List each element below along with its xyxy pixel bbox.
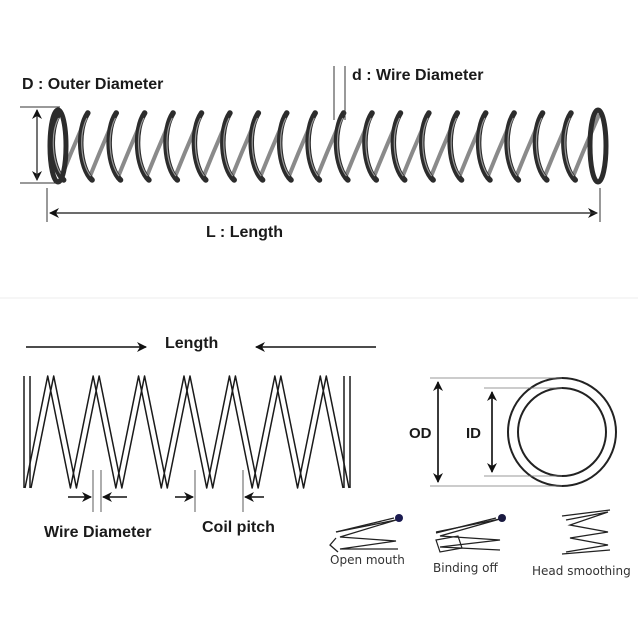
- end-type-binding-off: [435, 514, 506, 553]
- binding-off-label: Binding off: [433, 561, 498, 575]
- wire-diameter-bottom-label: Wire Diameter: [44, 524, 152, 541]
- length-top-label: L : Length: [206, 224, 284, 241]
- wire-diameter-arrows: [68, 470, 127, 512]
- wire-diameter-top-label: d : Wire Diameter: [352, 67, 484, 84]
- open-mouth-label: Open mouth: [330, 553, 405, 567]
- length-dimension-top: [46, 188, 601, 222]
- wire-diameter-marker: [333, 66, 346, 120]
- head-smoothing-label: Head smoothing: [532, 564, 631, 578]
- id-label: ID: [466, 425, 481, 442]
- compression-spring-photo: [47, 107, 609, 185]
- coil-pitch-label: Coil pitch: [202, 519, 275, 536]
- coil-pitch-arrows: [175, 470, 264, 512]
- ring-cross-section: [430, 377, 617, 487]
- end-type-open-mouth: [329, 514, 403, 553]
- spring-schematic: [23, 375, 351, 489]
- od-label: OD: [409, 425, 432, 442]
- outer-diameter-dimension: [20, 106, 60, 184]
- length-bottom-label: Length: [165, 335, 219, 352]
- end-type-head-smoothing: [561, 509, 611, 555]
- outer-diameter-label: D : Outer Diameter: [22, 76, 164, 93]
